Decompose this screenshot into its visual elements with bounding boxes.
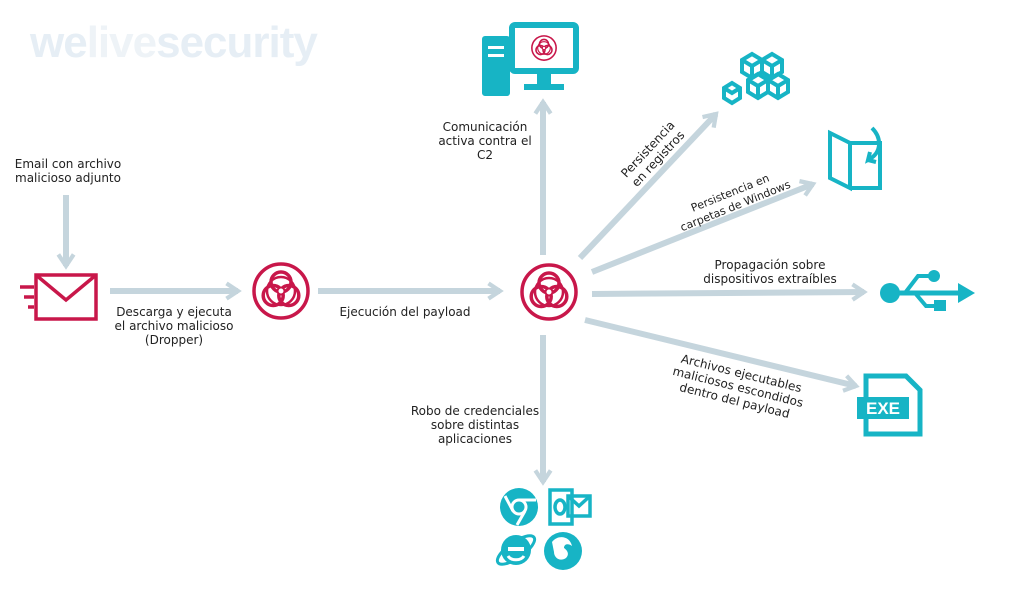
label-line: Propagación sobre [714, 258, 826, 272]
label-line: Email con archivo [14, 157, 122, 171]
label-line: Descarga y ejecuta [116, 305, 232, 319]
arrow-registry [577, 111, 719, 261]
label-line: Comunicación [442, 120, 528, 134]
arrow-exe [584, 317, 860, 393]
logo-part: security [156, 18, 318, 67]
usb-icon [880, 270, 975, 311]
exe-file-icon: EXE [857, 373, 923, 437]
logo-part: we [30, 18, 88, 67]
infected-computer-icon [482, 22, 579, 96]
browser-icons [495, 488, 592, 570]
label-payload: Ejecución del payload [339, 305, 471, 319]
outlook-icon [548, 488, 592, 526]
windows-folder-icon [828, 126, 882, 192]
label-line: Robo de credenciales [410, 404, 540, 418]
chrome-icon [500, 488, 538, 526]
internet-explorer-icon [495, 534, 537, 566]
biohazard-icon [252, 262, 310, 320]
arrow-usb [591, 282, 868, 302]
logo-part: live [86, 18, 157, 67]
label-line: activa contra el [438, 134, 532, 148]
biohazard-icon [520, 263, 578, 321]
label-line: aplicaciones [437, 432, 513, 446]
email-icon [20, 273, 98, 321]
exe-label: EXE [866, 399, 900, 418]
label-line: el archivo malicioso [114, 319, 234, 333]
label-line: C2 [476, 148, 493, 162]
label-line: malicioso adjunto [15, 171, 121, 185]
arrow-folders [590, 179, 817, 275]
registry-cubes-icon [722, 51, 790, 106]
label-line: dispositivos extraíbles [703, 272, 837, 286]
label-line: sobre distintas [430, 418, 520, 432]
label-line: (Dropper) [144, 333, 204, 347]
welivesecurity-logo: welivesecurity [30, 18, 318, 68]
firefox-icon [544, 532, 582, 570]
